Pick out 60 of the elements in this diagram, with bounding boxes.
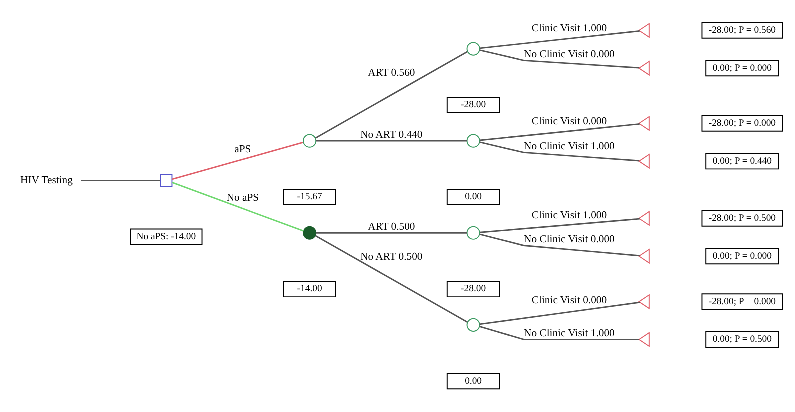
edge-label: No Clinic Visit 1.000 (524, 142, 615, 153)
edge-label: Clinic Visit 0.000 (532, 296, 608, 307)
edge-label: No ART 0.500 (360, 252, 423, 264)
edge-label: No Clinic Visit 0.000 (524, 234, 615, 246)
node-circle (303, 134, 317, 148)
node-circle (466, 318, 480, 332)
node-box: -28.00 (446, 281, 500, 298)
node-triangle (638, 60, 650, 76)
node-box: 0.00 (446, 189, 500, 206)
edge-label: No Clinic Visit 1.000 (524, 328, 615, 340)
connector (480, 123, 640, 142)
node-text: HIV Testing (20, 176, 73, 187)
edge-label: aPS (234, 144, 252, 156)
edge-label: No Clinic Visit 0.000 (524, 50, 615, 61)
edge-label: Clinic Visit 1.000 (532, 210, 608, 222)
node-box: No aPS: -14.00 (130, 228, 203, 246)
node-box: -28.00; P = 0.000 (702, 294, 784, 310)
edge-label: No ART 0.440 (360, 130, 423, 141)
connector (316, 140, 468, 142)
node-box: -28.00; P = 0.500 (702, 210, 784, 227)
connector (480, 234, 640, 257)
node-circle (466, 226, 480, 240)
connector (172, 182, 304, 232)
node-triangle (638, 154, 650, 170)
node-box: -28.00 (446, 97, 500, 114)
connector (480, 302, 640, 326)
connector (480, 30, 640, 50)
node-triangle (638, 332, 650, 348)
connector (480, 142, 640, 162)
connector (480, 326, 640, 340)
connector (315, 235, 468, 323)
node-triangle (638, 248, 650, 264)
node-box: 0.00; P = 0.440 (706, 153, 780, 170)
node-circle (466, 134, 480, 148)
connector (81, 180, 160, 182)
node-triangle (638, 294, 650, 310)
node-triangle (638, 116, 650, 132)
connector (480, 50, 640, 69)
edge-label: ART 0.560 (368, 68, 416, 79)
edge-label: Clinic Visit 0.000 (532, 116, 608, 128)
node-circle (466, 42, 480, 56)
node-triangle (638, 22, 650, 38)
edge-label: Clinic Visit 1.000 (532, 23, 608, 34)
node-box: 0.00; P = 0.500 (706, 331, 780, 348)
node-box: -14.00 (283, 281, 336, 298)
connector (172, 142, 304, 180)
edge-label: ART 0.500 (368, 222, 416, 234)
connector (480, 218, 640, 234)
node-box: 0.00; P = 0.000 (706, 248, 780, 265)
node-box: 0.00; P = 0.000 (706, 60, 780, 77)
node-box: 0.00 (446, 373, 500, 390)
node-box: -15.67 (283, 189, 336, 206)
edge-label: No aPS (226, 192, 260, 204)
node-circle (303, 226, 317, 240)
node-triangle (638, 210, 650, 226)
connector (316, 232, 468, 234)
node-box (160, 174, 173, 188)
node-box: -28.00; P = 0.560 (702, 22, 784, 39)
node-box: -28.00; P = 0.000 (702, 115, 784, 132)
connector (315, 51, 468, 139)
